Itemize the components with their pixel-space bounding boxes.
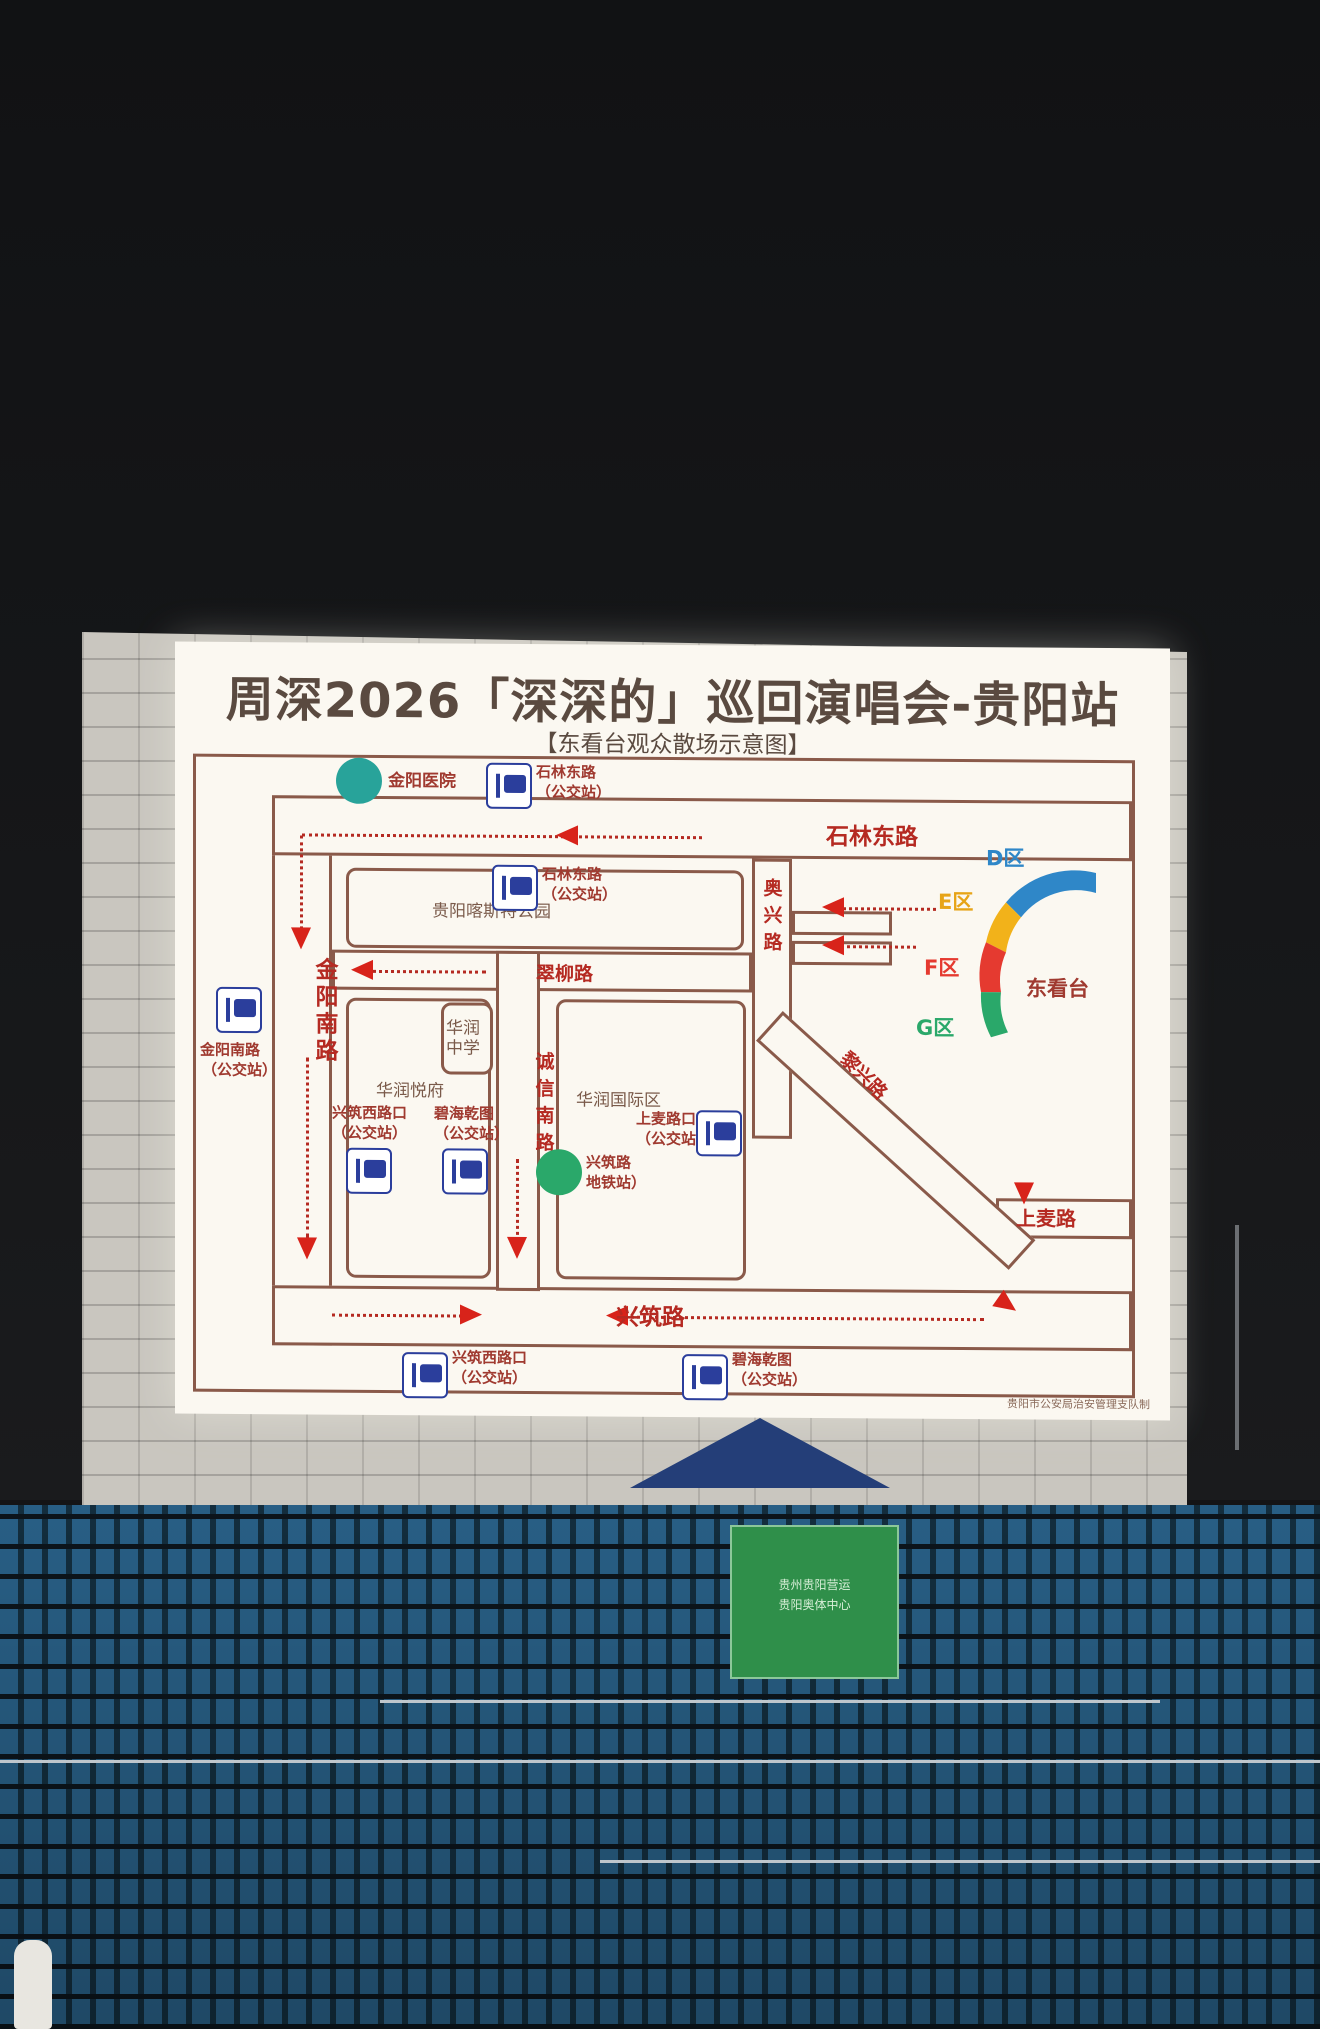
zone-g-label: G区 <box>916 1015 955 1040</box>
booth-sign-line1: 贵州贵阳营运 <box>778 1578 851 1592</box>
stop-jinyang-name: 金阳南路 <box>200 1040 261 1060</box>
stop-xzxl-bottom-name: 兴筑西路口 <box>452 1348 528 1367</box>
bus-stop-icon <box>346 1147 392 1195</box>
zone-g-seats <box>980 992 1008 1038</box>
label-hospital: 金阳医院 <box>388 771 456 792</box>
railing <box>600 1860 1320 1863</box>
stadium-seats <box>0 1505 1320 2029</box>
stop-bhqt-bottom-name: 碧海乾图 <box>732 1350 793 1369</box>
bus-stop-icon <box>216 986 262 1034</box>
stop-bhqt-inner-name: 碧海乾图 <box>434 1104 495 1123</box>
zone-d-seats <box>1006 870 1096 918</box>
stop-shilin-park-type: （公交站） <box>542 885 618 904</box>
route-chengxin <box>516 1158 519 1249</box>
bus-stop-icon <box>682 1354 728 1401</box>
arrow-chengxin <box>507 1236 527 1259</box>
zone-f-seats <box>979 942 1006 993</box>
stop-jinyang-type: （公交站） <box>202 1060 278 1080</box>
arrow-cuiliu <box>351 959 373 980</box>
arrow-zone-e <box>822 897 844 918</box>
canopy <box>630 1418 890 1488</box>
stands-shade <box>0 1505 1320 2029</box>
stop-xzxl-bottom-type: （公交站） <box>452 1368 528 1387</box>
railing <box>0 1760 1320 1763</box>
stop-bhqt-inner-type: （公交站） <box>434 1124 510 1143</box>
credit-line: 贵阳市公安局治安管理支队制 <box>1007 1397 1150 1412</box>
route-zone-f <box>836 945 916 949</box>
seating-arc <box>979 870 1096 1038</box>
control-booth: 贵州贵阳营运 贵阳奥体中心 <box>730 1525 899 1679</box>
bus-stop-icon <box>402 1352 448 1399</box>
bus-stop-icon <box>442 1148 488 1195</box>
road-liyang <box>756 1011 1036 1270</box>
arrow-shangmai <box>1014 1182 1034 1205</box>
hospital-icon <box>336 757 382 804</box>
label-huarun-intl: 华润国际区 <box>576 1090 661 1111</box>
stop-shilin-park-name: 石林东路 <box>542 865 603 884</box>
zone-e-label: E区 <box>938 889 974 915</box>
arrow-jinyang-top <box>291 927 311 950</box>
route-jinyang-bottom <box>306 1057 309 1238</box>
bus-stop-icon <box>696 1110 742 1157</box>
label-huarun-yuefu: 华润悦府 <box>376 1080 444 1102</box>
arrow-shilin-west <box>556 825 578 846</box>
label-shangmai: 上麦路 <box>1016 1206 1076 1231</box>
bus-stop-icon <box>486 762 532 810</box>
zone-e-seats <box>986 902 1021 953</box>
evacuation-map: 石林东路 金阳南路 翠柳路 诚信南路 奥兴路 黎兴路 上麦路 兴筑路 金阳医院 … <box>193 753 1135 1401</box>
label-jinyang-south: 金阳南路 <box>315 957 339 1065</box>
arrow-zone-f <box>822 935 844 956</box>
label-aoxing: 奥兴路 <box>763 877 783 954</box>
stop-xzxl-inner-type: （公交站） <box>332 1123 408 1143</box>
stop-shangmai-name: 上麦路口 <box>636 1109 697 1129</box>
arrow-jinyang-bottom <box>297 1237 317 1260</box>
railing <box>380 1700 1160 1703</box>
zone-d-label: D区 <box>986 846 1025 871</box>
route-jinyang-top <box>300 835 303 936</box>
stop-metro-name: 兴筑路 <box>586 1153 632 1172</box>
led-screen: 周深2026「深深的」巡回演唱会-贵阳站 【东看台观众散场示意图】 <box>175 641 1170 1421</box>
booth-sign: 贵州贵阳营运 贵阳奥体中心 <box>732 1575 897 1615</box>
person-figure <box>14 1940 52 2029</box>
stop-metro-type: 地铁站） <box>586 1173 647 1192</box>
bus-stop-icon <box>492 864 538 912</box>
label-school: 华润中学 <box>446 1018 480 1059</box>
label-xingzhu: 兴筑路 <box>616 1304 685 1332</box>
metro-icon <box>536 1149 582 1196</box>
booth-sign-line2: 贵阳奥体中心 <box>778 1598 851 1612</box>
stop-shilin-top-name: 石林东路 <box>536 763 597 782</box>
stop-bhqt-bottom-type: （公交站） <box>732 1370 808 1389</box>
label-chengxin-south: 诚信南路 <box>535 1051 555 1155</box>
zone-f-label: F区 <box>924 955 960 981</box>
stop-xzxl-inner-name: 兴筑西路口 <box>332 1103 408 1123</box>
lamp-post <box>1235 1225 1239 1450</box>
label-cuiliu: 翠柳路 <box>536 963 594 986</box>
label-shilin-east: 石林东路 <box>826 824 918 851</box>
arrow-xingzhu-west <box>460 1304 482 1325</box>
stop-shilin-top-type: （公交站） <box>536 783 612 802</box>
